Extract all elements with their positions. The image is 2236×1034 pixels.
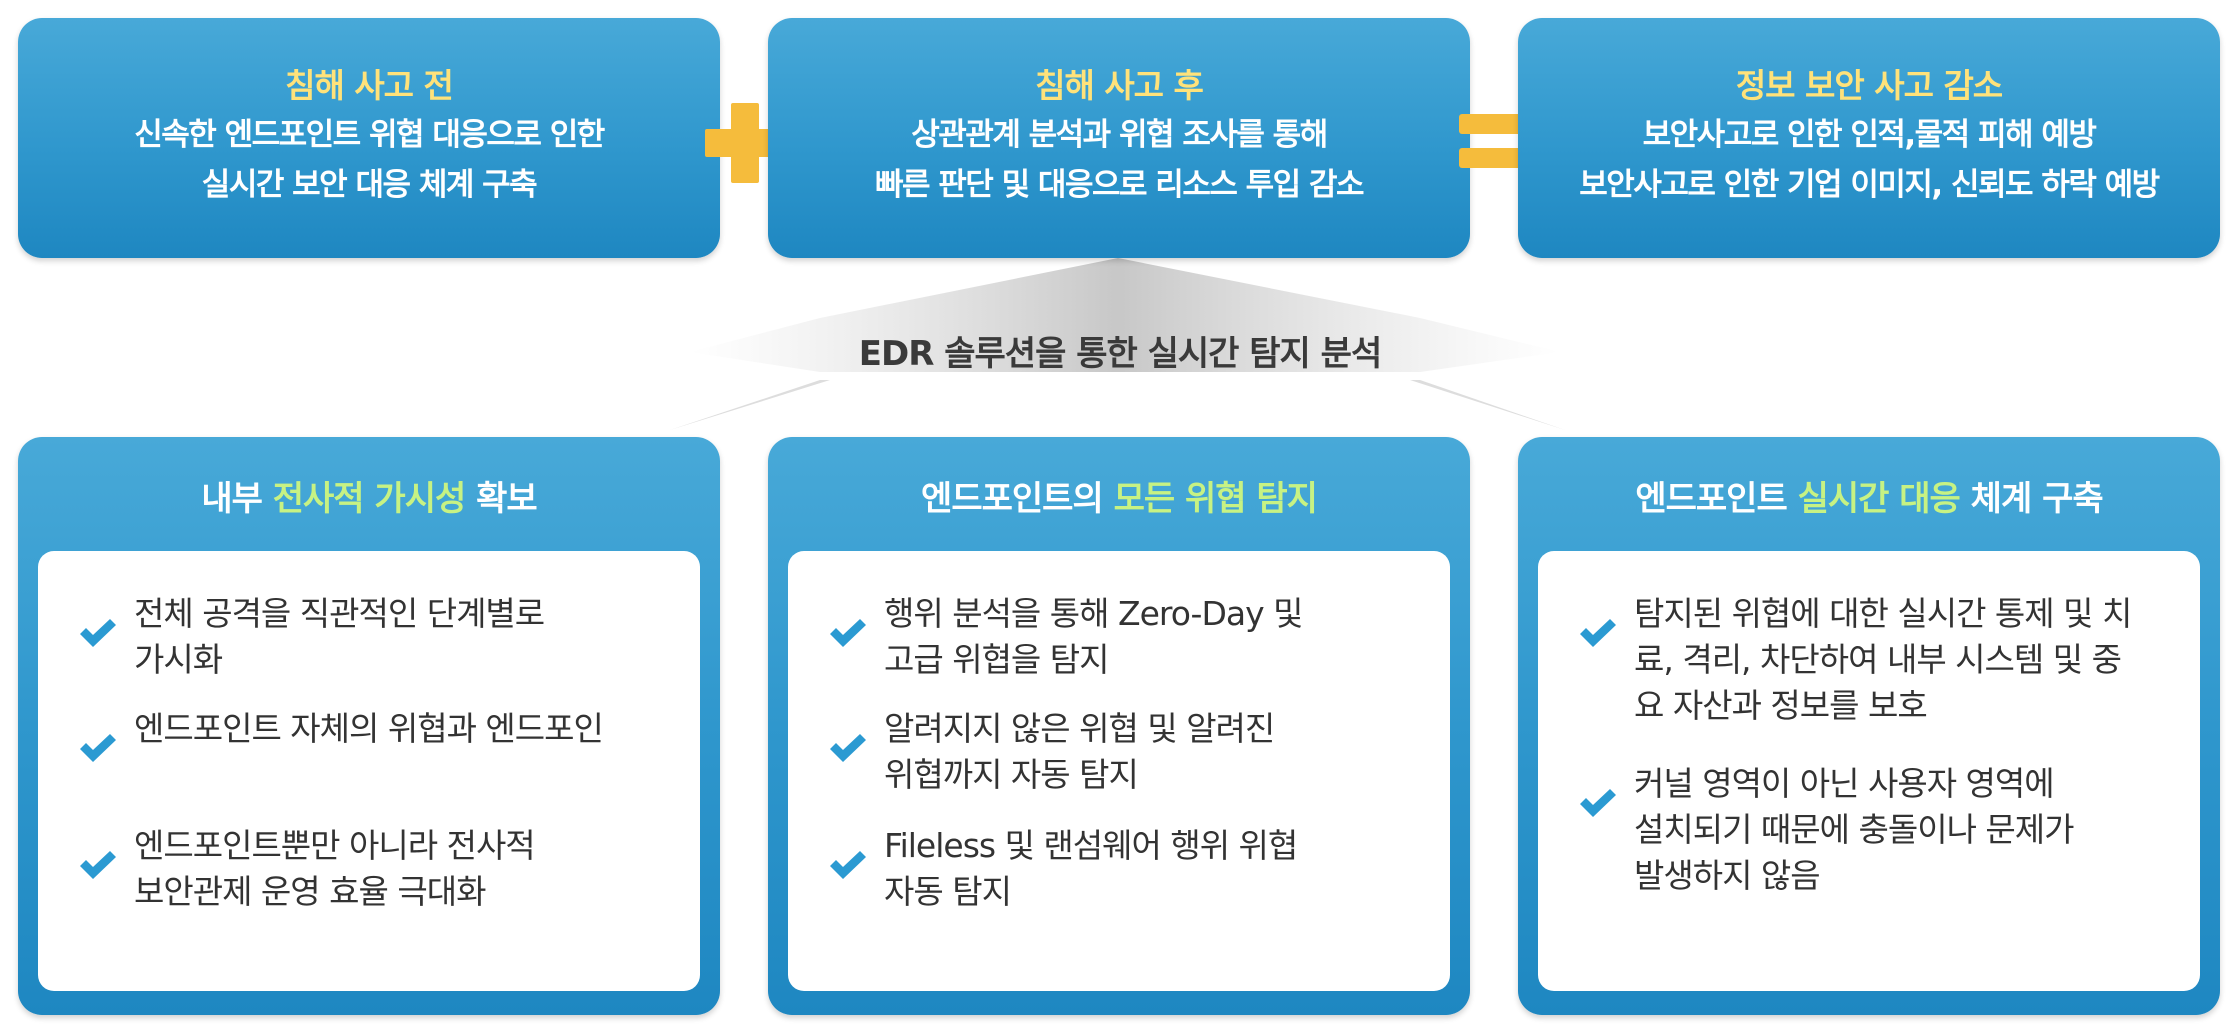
check-icon <box>80 619 116 647</box>
list-item: 엔드포인트 자체의 위협과 엔드포인 <box>78 706 680 762</box>
box-line: 빠른 판단 및 대응으로 리소스 투입 감소 <box>874 167 1365 203</box>
box-after-incident: 침해 사고 후 상관관계 분석과 위협 조사를 통해 빠른 판단 및 대응으로 … <box>768 18 1470 258</box>
title-text: 체계 구축 <box>1959 479 2104 519</box>
check-icon <box>80 734 116 762</box>
item-line: 위협까지 자동 탐지 <box>884 755 1139 794</box>
item-line: 알려지지 않은 위협 및 알려진 <box>884 709 1275 748</box>
item-line: 탐지된 위협에 대한 실시간 통제 및 치 <box>1634 594 2132 633</box>
check-icon <box>830 734 866 762</box>
panel-title: 내부 전사적 가시성 확보 <box>18 475 720 523</box>
check-icon <box>80 851 116 879</box>
box-line: 보안사고로 인한 인적,물적 피해 예방 <box>1642 117 2097 153</box>
item-line: 엔드포인트 자체의 위협과 엔드포인 <box>134 709 604 748</box>
plus-icon <box>705 103 785 183</box>
item-line: 행위 분석을 통해 Zero-Day 및 <box>884 594 1303 633</box>
box-line: 보안사고로 인한 기업 이미지, 신뢰도 하락 예방 <box>1579 167 2160 203</box>
panel-title: 엔드포인트의 모든 위협 탐지 <box>768 475 1470 523</box>
check-icon <box>1580 789 1616 817</box>
panel-realtime-response: 엔드포인트 실시간 대응 체계 구축 탐지된 위협에 대한 실시간 통제 및 치… <box>1518 437 2220 1015</box>
check-icon <box>1580 619 1616 647</box>
item-line: 가시화 <box>134 640 223 679</box>
title-text: 엔드포인트의 <box>921 479 1114 519</box>
item-line: 보안관제 운영 효율 극대화 <box>134 872 486 911</box>
title-highlight: 모든 위협 탐지 <box>1113 479 1318 519</box>
title-text: 확보 <box>465 479 538 519</box>
item-line: 발생하지 않음 <box>1634 856 1821 895</box>
item-line: 료, 격리, 차단하여 내부 시스템 및 중 <box>1634 640 2122 679</box>
box-title: 정보 보안 사고 감소 <box>1735 66 2003 105</box>
equals-icon <box>1459 114 1525 170</box>
item-text: 엔드포인트 자체의 위협과 엔드포인 <box>134 706 680 752</box>
box-line: 실시간 보안 대응 체계 구축 <box>201 167 538 203</box>
panel-title: 엔드포인트 실시간 대응 체계 구축 <box>1518 475 2220 523</box>
item-line: 엔드포인트뿐만 아니라 전사적 <box>134 826 536 865</box>
title-highlight: 전사적 가시성 <box>272 479 467 519</box>
item-line: 고급 위협을 탐지 <box>884 640 1110 679</box>
item-line: 자동 탐지 <box>884 872 1012 911</box>
title-text: 엔드포인트 <box>1635 479 1798 519</box>
title-highlight: 실시간 대응 <box>1797 479 1961 519</box>
box-title: 침해 사고 전 <box>285 66 454 105</box>
check-icon <box>830 619 866 647</box>
title-text: 내부 <box>201 479 273 519</box>
item-line: Fileless 및 랜섬웨어 행위 위협 <box>884 826 1298 865</box>
box-line: 상관관계 분석과 위협 조사를 통해 <box>911 117 1328 153</box>
box-line: 신속한 엔드포인트 위협 대응으로 인한 <box>134 117 605 153</box>
item-line: 전체 공격을 직관적인 단계별로 <box>134 594 545 633</box>
edr-label: EDR 솔루션을 통한 실시간 탐지 분석 <box>858 334 1382 374</box>
check-icon <box>830 851 866 879</box>
item-line: 커널 영역이 아닌 사용자 영역에 <box>1634 764 2055 803</box>
box-before-incident: 침해 사고 전 신속한 엔드포인트 위협 대응으로 인한 실시간 보안 대응 체… <box>18 18 720 258</box>
item-line: 설치되기 때문에 충돌이나 문제가 <box>1634 810 2075 849</box>
box-title: 침해 사고 후 <box>1035 66 1204 105</box>
box-security-reduction: 정보 보안 사고 감소 보안사고로 인한 인적,물적 피해 예방 보안사고로 인… <box>1518 18 2220 258</box>
item-line: 요 자산과 정보를 보호 <box>1634 686 1928 725</box>
